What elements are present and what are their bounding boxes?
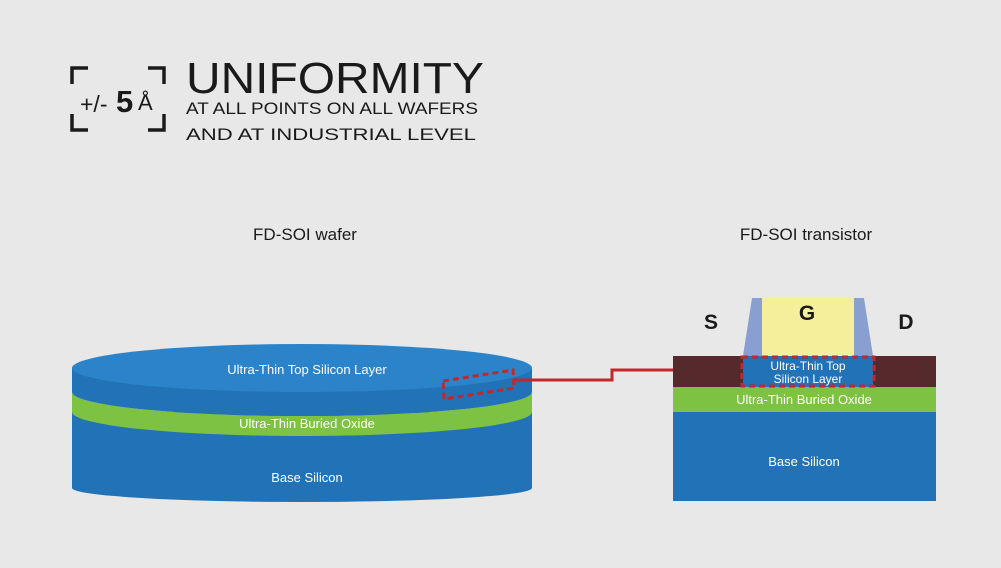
badge-corner-top-right bbox=[148, 66, 166, 84]
header-subtitle-line1: AT ALL POINTS ON ALL WAFERS bbox=[186, 99, 478, 118]
transistor-channel bbox=[743, 356, 873, 387]
wafer-oxide-band bbox=[72, 392, 532, 436]
wafer-highlight-region bbox=[441, 368, 516, 401]
transistor-top-layer-label-line2: Silicon Layer bbox=[774, 372, 843, 386]
header-subtitle-line2: AND AT INDUSTRIAL LEVEL bbox=[186, 125, 476, 144]
wafer-base-silicon-side bbox=[72, 412, 532, 502]
wafer-top-layer-label: Ultra-Thin Top Silicon Layer bbox=[227, 362, 387, 377]
transistor-highlight-region bbox=[740, 355, 876, 388]
gate-electrode bbox=[762, 298, 854, 356]
transistor-oxide-layer bbox=[673, 387, 936, 412]
wafer-stack bbox=[72, 344, 532, 502]
badge-corner-bottom-left bbox=[70, 114, 88, 132]
transistor-stack bbox=[673, 298, 936, 501]
badge-prefix: +/- bbox=[80, 91, 107, 117]
header-title: UNIFORMITY bbox=[186, 54, 484, 103]
source-label: S bbox=[704, 311, 718, 334]
wafer-oxide-label: Ultra-Thin Buried Oxide bbox=[239, 416, 375, 431]
uniformity-badge bbox=[70, 66, 166, 132]
gate-label: G bbox=[799, 302, 815, 325]
gate-spacer-right bbox=[854, 298, 873, 356]
wafer-top-surface bbox=[72, 344, 532, 392]
transistor-title: FD-SOI transistor bbox=[740, 225, 873, 244]
wafer-base-label: Base Silicon bbox=[271, 470, 343, 485]
badge-corner-top-left bbox=[70, 66, 88, 84]
transistor-base-label: Base Silicon bbox=[768, 454, 840, 469]
transistor-base-silicon bbox=[673, 412, 936, 501]
transistor-top-layer-label-line1: Ultra-Thin Top bbox=[770, 359, 845, 373]
badge-unit: Å bbox=[138, 90, 153, 115]
badge-value: 5 bbox=[116, 84, 133, 119]
drain-label: D bbox=[898, 311, 913, 334]
transistor-oxide-label: Ultra-Thin Buried Oxide bbox=[736, 392, 872, 407]
gate-spacer-left bbox=[743, 298, 762, 356]
wafer-title: FD-SOI wafer bbox=[253, 225, 357, 244]
badge-corner-bottom-right bbox=[148, 114, 166, 132]
